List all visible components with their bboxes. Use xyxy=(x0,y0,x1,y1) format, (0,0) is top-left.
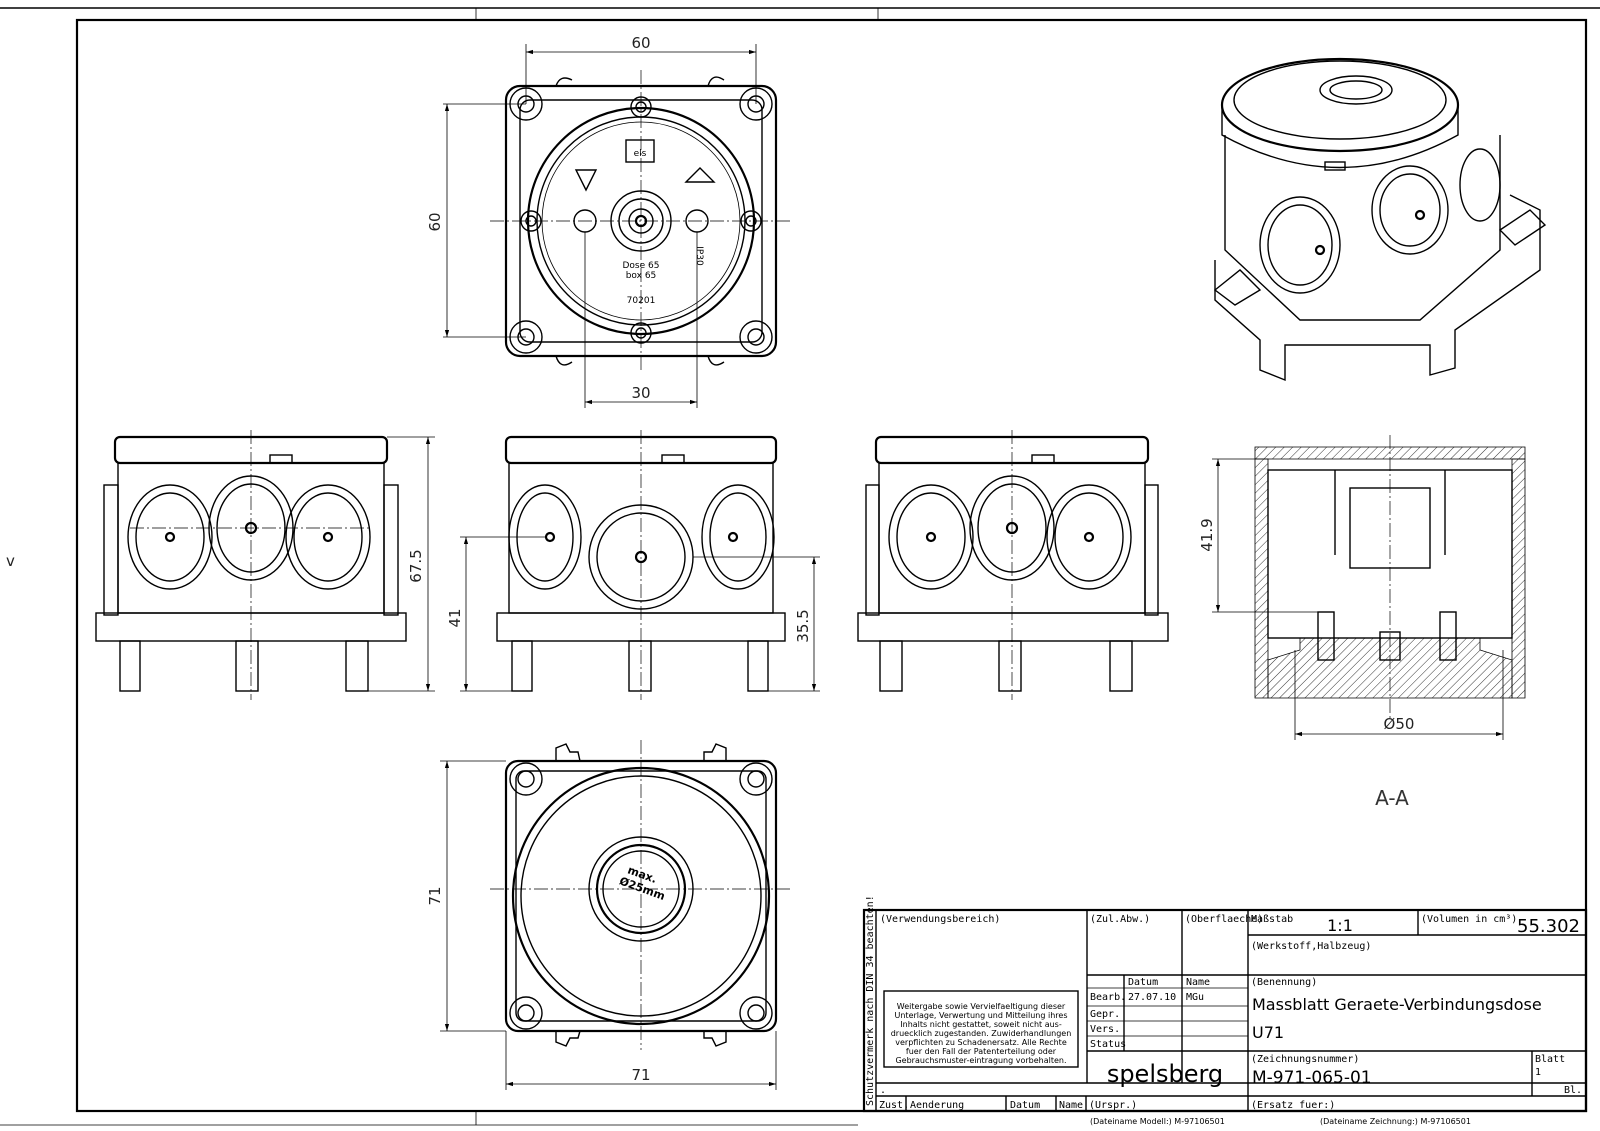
notice-line: verpflichten zu Schadenersatz. Alle Rech… xyxy=(895,1038,1067,1047)
brand-small-mark: els xyxy=(634,149,647,159)
tb-dot: . xyxy=(880,1085,886,1096)
notice-line: druecklich zugestanden. Zuwiderhandlunge… xyxy=(891,1029,1072,1038)
title-block xyxy=(862,908,1588,1113)
dim-section-dia: Ø50 xyxy=(1384,715,1415,733)
notice-line: Weitergabe sowie Vervielfaeltigung diese… xyxy=(897,1002,1066,1011)
tb-notice: Weitergabe sowie Vervielfaeltigung diese… xyxy=(891,1002,1072,1065)
tb-verwendungsbereich: (Verwendungsbereich) xyxy=(880,914,1000,925)
notice-line: fuer den Fall der Patenterteilung oder xyxy=(906,1047,1057,1056)
dim-top-height: 60 xyxy=(426,212,444,231)
side-margin-text: Schutzvermerk nach DIN 34 beachten! xyxy=(865,895,876,1106)
dose-line1: Dose 65 xyxy=(623,261,660,271)
dim-side-knockout: 41 xyxy=(446,608,464,627)
side-left-mark: v xyxy=(6,552,15,570)
section-label: A-A xyxy=(1375,786,1409,810)
tb-bearb: Bearb. xyxy=(1090,992,1126,1003)
side-view-2 xyxy=(460,430,820,700)
bottom-view: max. Ø25mm xyxy=(440,740,792,1090)
tb-volumen-label: (Volumen in cm³) xyxy=(1421,914,1517,925)
tb-bearb-date: 27.07.10 xyxy=(1128,992,1176,1003)
sheet-frame: v xyxy=(0,7,1600,1126)
tb-bl-label: Bl. xyxy=(1564,1085,1582,1096)
tb-urspr: (Urspr.) xyxy=(1089,1100,1137,1111)
tb-datei-zeichnung: (Dateiname Zeichnung:) M-97106501 xyxy=(1320,1117,1471,1126)
tb-benennung-label: (Benennung) xyxy=(1251,977,1317,988)
notice-line: Inhalts nicht gestattet, soweit nicht au… xyxy=(900,1020,1062,1029)
dim-side-height: 67.5 xyxy=(407,549,425,582)
ip-rating: IP30 xyxy=(694,246,704,266)
dim-bottom-height: 71 xyxy=(426,886,444,905)
tb-massstab-label: Maßstab xyxy=(1251,914,1293,925)
tb-gepr: Gepr. xyxy=(1090,1009,1120,1020)
tb-aenderung: Aenderung xyxy=(910,1100,964,1111)
company-logo: spelsberg xyxy=(1107,1060,1223,1088)
side-view-1 xyxy=(95,430,435,700)
dim-top-width: 60 xyxy=(631,34,650,52)
tb-werkstoff: (Werkstoff,Halbzeug) xyxy=(1251,941,1371,952)
tb-bearb-name: MGu xyxy=(1186,992,1204,1003)
tb-blatt-label: Blatt xyxy=(1535,1054,1565,1065)
tb-volumen: 55.302 xyxy=(1517,916,1580,937)
tb-ersatz: (Ersatz fuer:) xyxy=(1251,1100,1335,1111)
notice-line: Gebrauchsmuster-eintragung vorbehalten. xyxy=(895,1056,1066,1065)
dim-side-knockout2: 35.5 xyxy=(794,609,812,642)
tb-name-label: Name xyxy=(1186,977,1210,988)
tb-massstab: 1:1 xyxy=(1327,916,1353,935)
tb-zul-abw: (Zul.Abw.) xyxy=(1090,914,1150,925)
dim-top-hole: 30 xyxy=(631,384,650,402)
tb-blatt: 1 xyxy=(1535,1067,1541,1078)
tb-datei-modell: (Dateiname Modell:) M-97106501 xyxy=(1090,1117,1225,1126)
tb-zeichnungsnummer-label: (Zeichnungsnummer) xyxy=(1251,1054,1359,1065)
tb-zust: Zust. xyxy=(879,1100,909,1111)
tb-status: Status xyxy=(1090,1039,1126,1050)
dim-bottom-width: 71 xyxy=(631,1066,650,1084)
dim-section-height: 41.9 xyxy=(1198,518,1216,551)
tb-zeichnungsnummer: M-971-065-01 xyxy=(1252,1068,1372,1088)
tb-name2: Name xyxy=(1059,1100,1083,1111)
tb-subtitle: U71 xyxy=(1252,1023,1284,1042)
isometric-view xyxy=(1213,57,1547,382)
tb-oberflaeche: (Oberflaeche) xyxy=(1185,914,1263,925)
tb-datum-label: Datum xyxy=(1128,977,1158,988)
tb-title: Massblatt Geraete-Verbindungsdose xyxy=(1252,995,1542,1014)
top-view: els IP30 Dose 65 box 65 70201 xyxy=(443,44,792,408)
tb-datum2: Datum xyxy=(1010,1100,1040,1111)
notice-line: Unterlage, Verwertung und Mitteilung ihr… xyxy=(895,1011,1068,1020)
tb-vers: Vers. xyxy=(1090,1024,1120,1035)
side-view-3 xyxy=(857,430,1169,700)
section-view xyxy=(1212,435,1526,740)
